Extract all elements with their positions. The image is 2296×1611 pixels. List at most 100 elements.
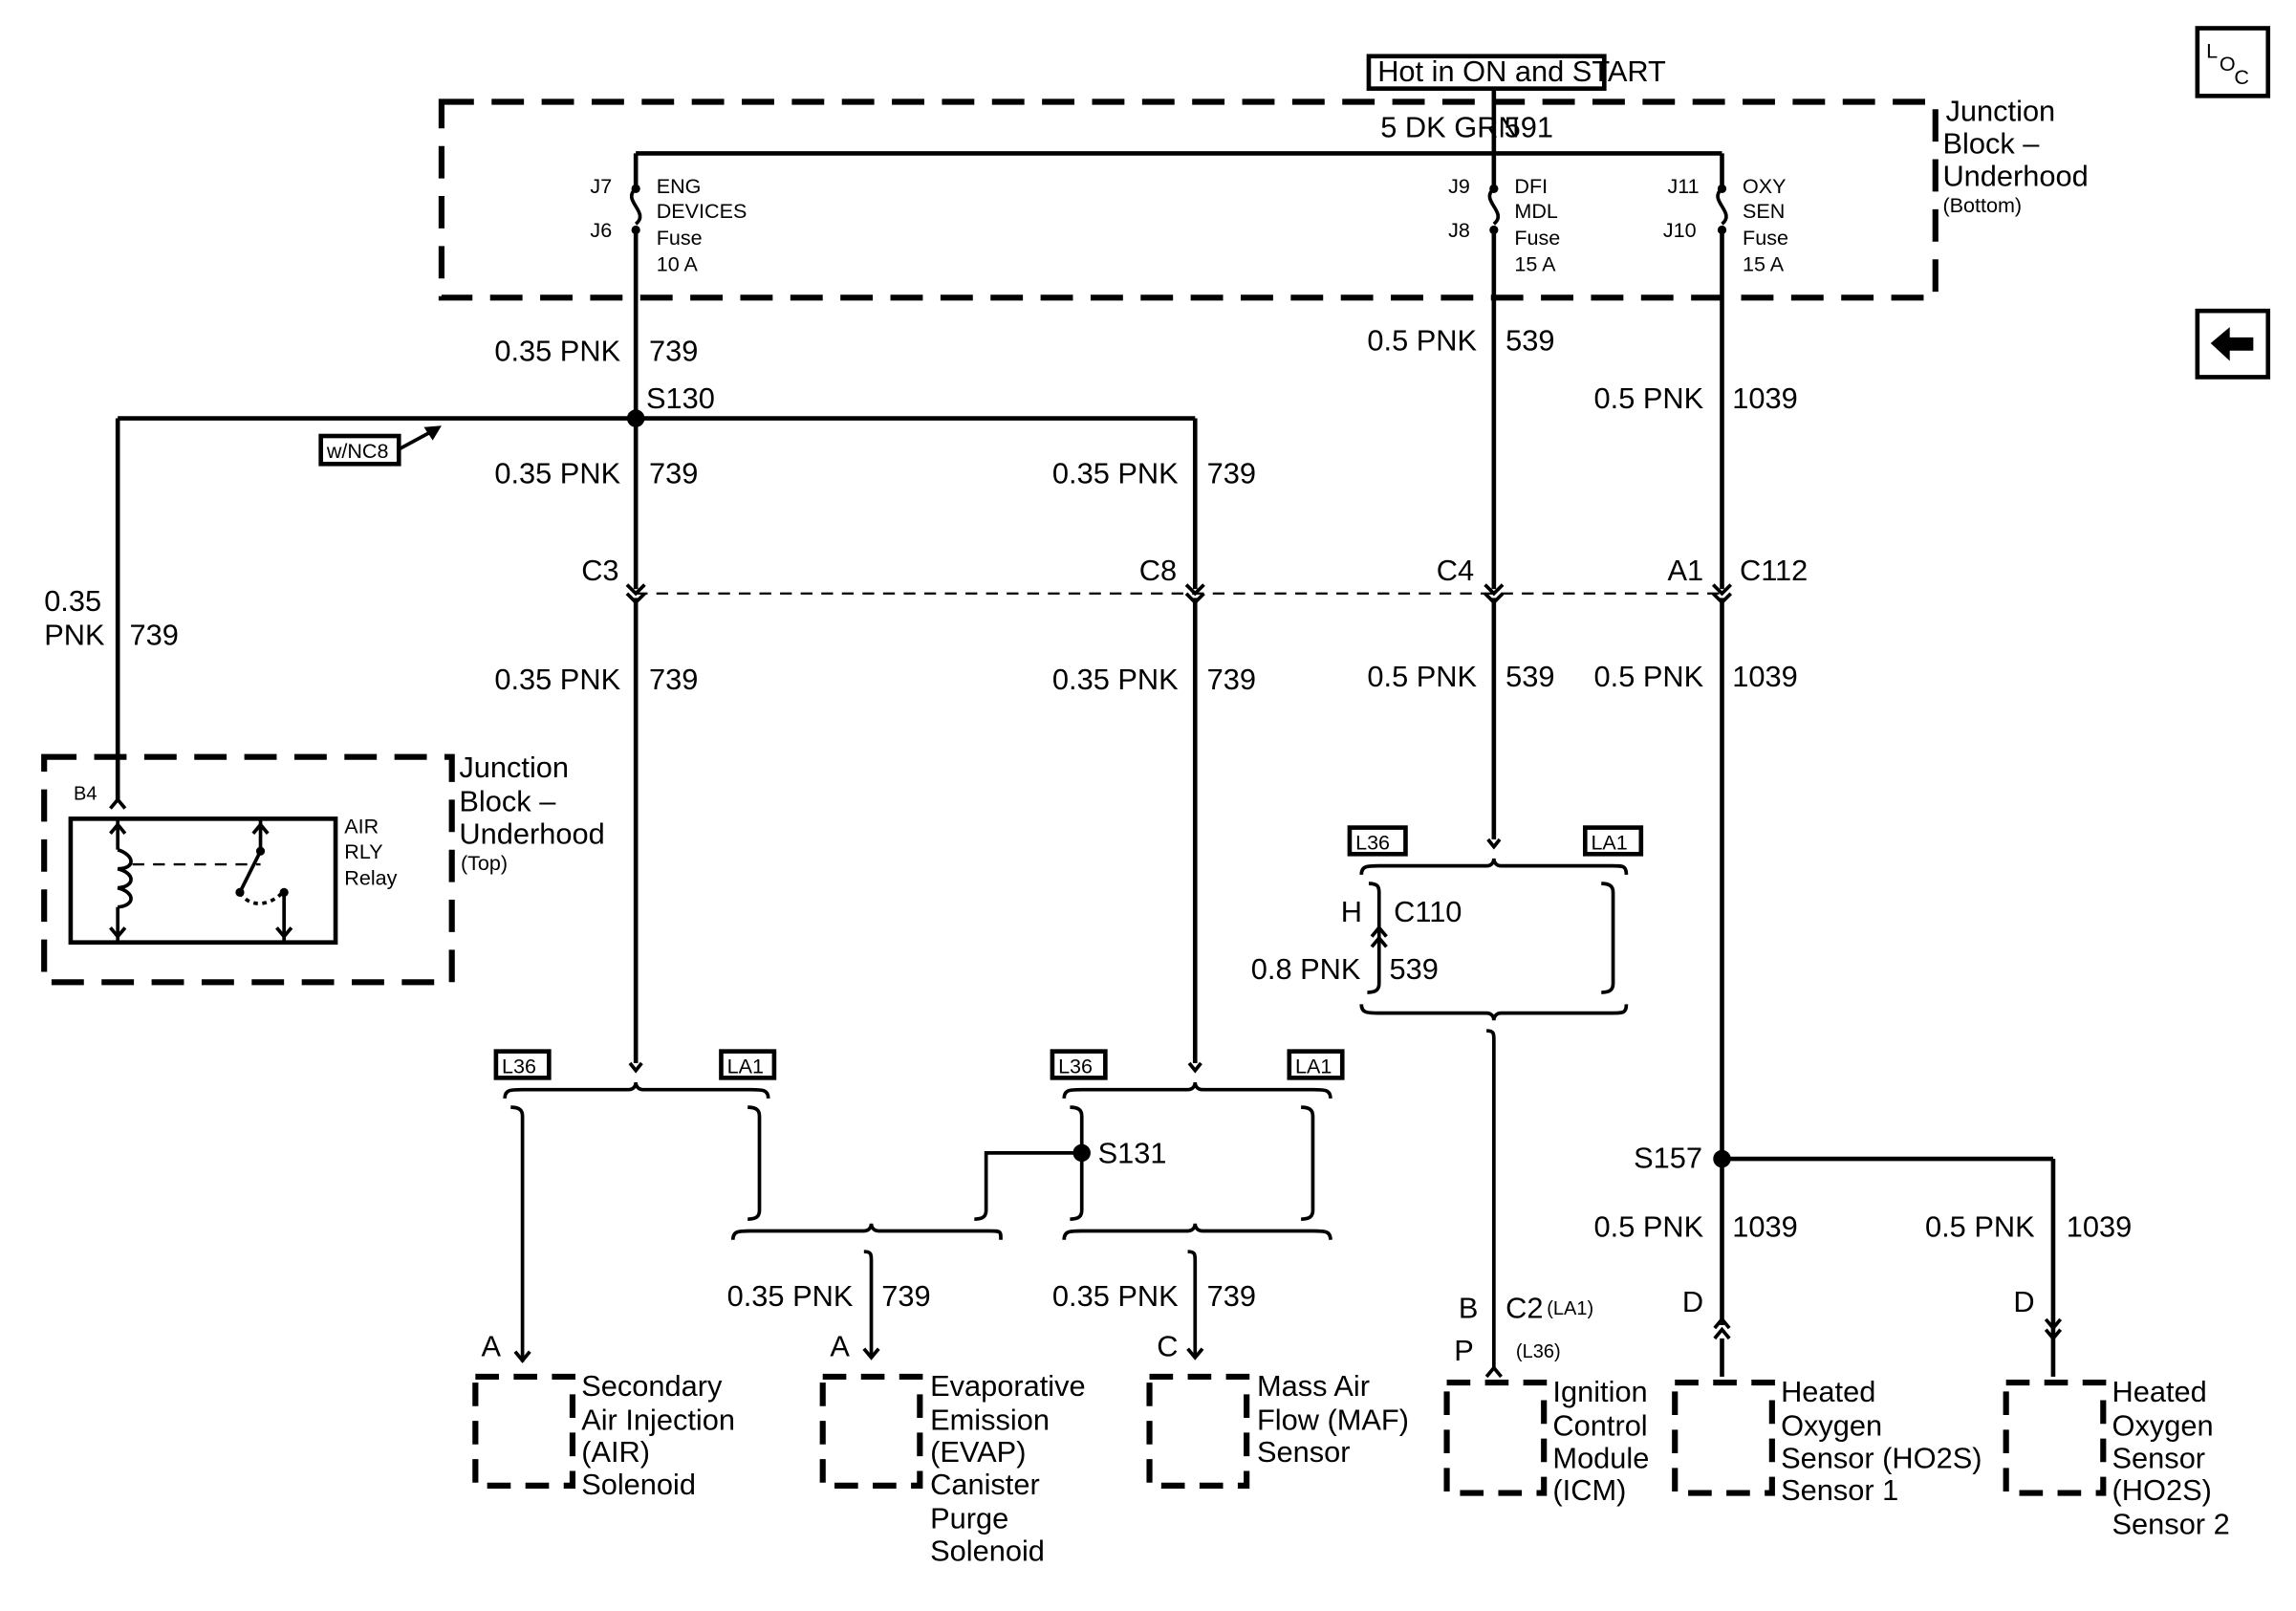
svg-text:(AIR): (AIR)	[581, 1435, 650, 1469]
svg-text:Sensor 2: Sensor 2	[2112, 1508, 2230, 1541]
jb-bottom-title-3: Underhood	[1942, 159, 2088, 192]
svg-text:0.35 PNK: 0.35 PNK	[494, 456, 620, 490]
svg-text:Module: Module	[1552, 1441, 1649, 1474]
option-brackets-left: L36 LA1	[493, 1049, 777, 1099]
loc-icon-o: O	[2220, 52, 2236, 76]
svg-text:J8: J8	[1448, 218, 1470, 242]
svg-text:15 A: 15 A	[1743, 252, 1785, 276]
ho2s1-label: Heated Oxygen Sensor (HO2S) Sensor 1	[1781, 1375, 1982, 1507]
svg-text:Heated: Heated	[2112, 1375, 2207, 1408]
svg-text:1039: 1039	[1732, 381, 1797, 415]
svg-text:Sensor (HO2S): Sensor (HO2S)	[1781, 1441, 1982, 1474]
power-label-box	[1366, 54, 1607, 91]
svg-text:539: 539	[1390, 952, 1439, 986]
svg-text:LA1: LA1	[1295, 1055, 1332, 1078]
ho2s2-label: Heated Oxygen Sensor (HO2S) Sensor 2	[2112, 1375, 2230, 1541]
relay-pin-b4: B4	[74, 783, 97, 804]
loc-icon-l: L	[2206, 38, 2218, 62]
svg-text:Sensor 1: Sensor 1	[1781, 1473, 1898, 1507]
svg-text:0.35: 0.35	[44, 584, 101, 618]
svg-text:0.5 PNK: 0.5 PNK	[1594, 381, 1704, 415]
svg-text:Ignition: Ignition	[1552, 1375, 1647, 1408]
svg-text:B: B	[1459, 1291, 1479, 1324]
svg-text:(EVAP): (EVAP)	[930, 1435, 1026, 1469]
svg-text:A: A	[830, 1329, 850, 1362]
ho2s2-box	[2003, 1380, 2107, 1496]
svg-text:S157: S157	[1634, 1141, 1702, 1174]
svg-text:DEVICES: DEVICES	[657, 199, 747, 223]
relay-switch	[235, 818, 293, 943]
svg-text:0.5 PNK: 0.5 PNK	[1367, 660, 1477, 693]
svg-text:739: 739	[129, 619, 178, 652]
svg-text:Fuse: Fuse	[1743, 226, 1788, 250]
svg-text:OXY: OXY	[1743, 174, 1787, 198]
svg-text:(HO2S): (HO2S)	[2112, 1473, 2212, 1507]
svg-text:C4: C4	[1437, 554, 1474, 587]
svg-text:w/NC8: w/NC8	[326, 439, 389, 463]
loc-icon-c: C	[2234, 65, 2249, 89]
svg-text:0.35 PNK: 0.35 PNK	[1052, 663, 1179, 696]
svg-text:C: C	[1157, 1329, 1178, 1362]
loc-button[interactable]: L O C	[2195, 26, 2271, 98]
svg-text:Solenoid: Solenoid	[581, 1468, 696, 1501]
svg-text:Purge: Purge	[930, 1502, 1008, 1535]
svg-text:739: 739	[1207, 1279, 1256, 1313]
svg-text:C2: C2	[1505, 1291, 1543, 1324]
svg-text:739: 739	[881, 1279, 930, 1313]
back-button[interactable]	[2195, 308, 2271, 380]
svg-text:0.35 PNK: 0.35 PNK	[1052, 456, 1179, 490]
svg-text:Evaporative: Evaporative	[930, 1369, 1086, 1403]
svg-text:Sensor: Sensor	[1257, 1435, 1351, 1469]
svg-text:J6: J6	[590, 218, 612, 242]
icm-label: Ignition Control Module (ICM)	[1552, 1375, 1649, 1507]
svg-text:15 A: 15 A	[1514, 252, 1556, 276]
svg-text:L36: L36	[1355, 831, 1390, 855]
svg-text:J10: J10	[1663, 218, 1697, 242]
relay-coil	[109, 818, 133, 943]
junction-block-top	[41, 753, 455, 986]
svg-text:Fuse: Fuse	[657, 226, 703, 250]
svg-text:Relay: Relay	[344, 866, 397, 890]
svg-text:S131: S131	[1098, 1137, 1167, 1170]
svg-text:739: 739	[649, 456, 698, 490]
feed-wire-circuit: 591	[1505, 110, 1553, 143]
svg-text:D: D	[1682, 1285, 1703, 1318]
ho2s1-box	[1672, 1380, 1775, 1496]
svg-text:(Top): (Top)	[461, 851, 508, 875]
jb-bottom-title-2: Block –	[1942, 126, 2040, 160]
svg-text:A1: A1	[1668, 554, 1704, 587]
svg-text:739: 739	[1207, 456, 1256, 490]
svg-text:539: 539	[1505, 324, 1554, 358]
svg-text:Heated: Heated	[1781, 1375, 1875, 1408]
svg-text:LA1: LA1	[727, 1055, 764, 1078]
power-label: Hot in ON and START	[1377, 54, 1666, 88]
svg-text:C112: C112	[1740, 554, 1808, 587]
svg-text:(L36): (L36)	[1516, 1341, 1561, 1362]
svg-text:(ICM): (ICM)	[1552, 1473, 1626, 1507]
svg-text:Oxygen: Oxygen	[2112, 1409, 2214, 1443]
svg-text:P: P	[1454, 1334, 1474, 1367]
icm-box	[1443, 1380, 1548, 1496]
jb-bottom-sub: (Bottom)	[1942, 193, 2022, 217]
svg-text:AIR: AIR	[344, 815, 379, 838]
svg-text:0.8 PNK: 0.8 PNK	[1251, 952, 1361, 986]
evap-solenoid-box	[819, 1373, 923, 1489]
svg-text:Sensor: Sensor	[2112, 1441, 2206, 1474]
svg-text:PNK: PNK	[44, 619, 105, 652]
svg-text:MDL: MDL	[1514, 199, 1558, 223]
svg-text:Control: Control	[1552, 1409, 1647, 1443]
svg-text:J11: J11	[1668, 174, 1700, 198]
svg-text:Junction: Junction	[459, 751, 569, 784]
svg-text:J9: J9	[1448, 174, 1470, 198]
svg-text:Block –: Block –	[459, 785, 556, 818]
svg-text:0.5 PNK: 0.5 PNK	[1367, 324, 1477, 358]
option-wnc8-box	[318, 433, 401, 467]
svg-text:DFI: DFI	[1514, 174, 1548, 198]
svg-text:Underhood: Underhood	[459, 817, 604, 851]
svg-text:10 A: 10 A	[657, 252, 699, 276]
svg-text:LA1: LA1	[1591, 831, 1627, 855]
svg-text:Flow (MAF): Flow (MAF)	[1257, 1403, 1409, 1436]
svg-text:539: 539	[1505, 660, 1554, 693]
svg-text:1039: 1039	[1732, 1210, 1797, 1244]
